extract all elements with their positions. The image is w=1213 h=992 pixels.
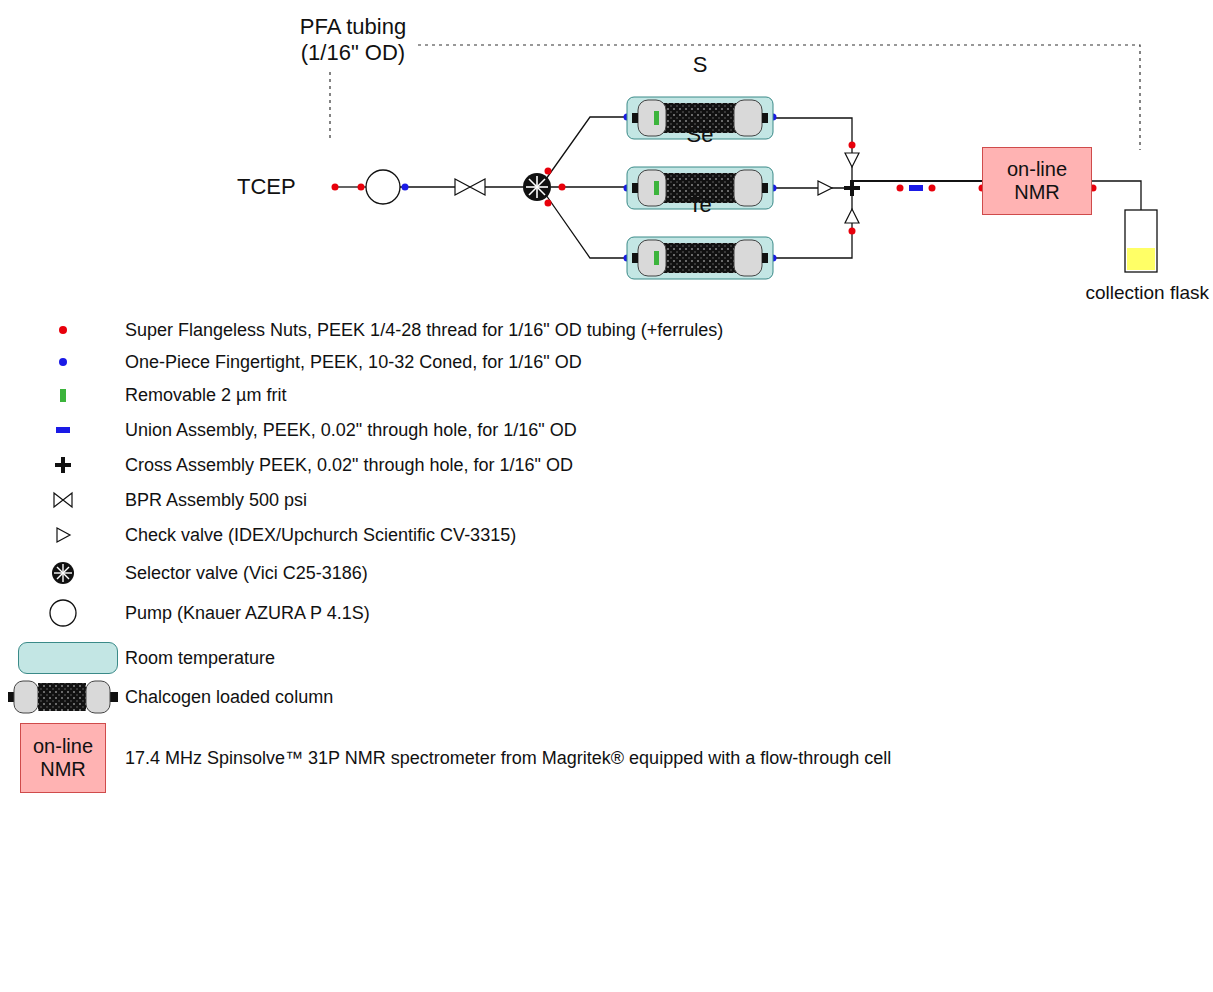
legend-text: Cross Assembly PEEK, 0.02" through hole,… xyxy=(125,454,573,476)
column-graphic xyxy=(624,235,776,281)
legend-text: Selector valve (Vici C25-3186) xyxy=(125,562,368,584)
legend-text: Super Flangeless Nuts, PEEK 1/4-28 threa… xyxy=(125,319,723,341)
legend-text: Union Assembly, PEEK, 0.02" through hole… xyxy=(125,419,577,441)
check-valves xyxy=(818,153,859,223)
flask-symbol xyxy=(1125,210,1157,272)
legend-pump xyxy=(50,600,76,626)
nmr-label: on-line NMR xyxy=(26,735,100,781)
flask-label: collection flask xyxy=(1085,282,1209,304)
legend-selector xyxy=(52,562,74,584)
legend-text: 17.4 MHz Spinsolve™ 31P NMR spectrometer… xyxy=(125,747,891,769)
legend-text: Removable 2 µm frit xyxy=(125,384,286,406)
legend-text: Room temperature xyxy=(125,647,275,669)
legend-text: One-Piece Fingertight, PEEK, 10-32 Coned… xyxy=(125,351,582,373)
tubing-connector xyxy=(776,118,982,181)
collection-flask: collection flask xyxy=(1105,210,1213,306)
tubing-bracket xyxy=(330,45,1140,150)
column-label: S xyxy=(693,52,708,78)
legend-swatch xyxy=(60,389,66,402)
nmr-label: on-line NMR xyxy=(988,158,1086,204)
column-label: Te xyxy=(688,192,711,218)
nmr-box: on-line NMR xyxy=(982,147,1092,215)
chalcogen-column: Te xyxy=(624,192,776,281)
tubing-note: PFA tubing (1/16" OD) xyxy=(283,14,423,66)
union-assembly xyxy=(909,185,923,191)
legend-text: BPR Assembly 500 psi xyxy=(125,489,307,511)
column-label: Se xyxy=(687,122,714,148)
legend-bpr xyxy=(54,493,72,507)
bpr-symbol xyxy=(455,179,485,195)
legend-text: Pump (Knauer AZURA P 4.1S) xyxy=(125,602,370,624)
tubing xyxy=(335,117,628,258)
legend-swatch xyxy=(59,326,67,334)
legend-swatch xyxy=(18,642,118,674)
selector-valve xyxy=(523,173,551,201)
legend-text: Chalcogen loaded column xyxy=(125,686,333,708)
legend-swatch xyxy=(59,358,67,366)
legend-check-valve xyxy=(57,528,70,542)
legend-cross xyxy=(55,457,71,473)
reagent-label: TCEP xyxy=(237,174,296,200)
legend-column xyxy=(8,681,118,713)
fittings-red xyxy=(332,142,1097,235)
pump-symbol xyxy=(366,170,400,204)
tubing-connector xyxy=(776,181,982,188)
tubing-connector xyxy=(776,181,982,258)
legend-text: Check valve (IDEX/Upchurch Scientific CV… xyxy=(125,524,516,546)
legend-swatch xyxy=(56,427,70,433)
nmr-box: on-line NMR xyxy=(20,723,106,793)
cross-assembly xyxy=(844,180,860,196)
